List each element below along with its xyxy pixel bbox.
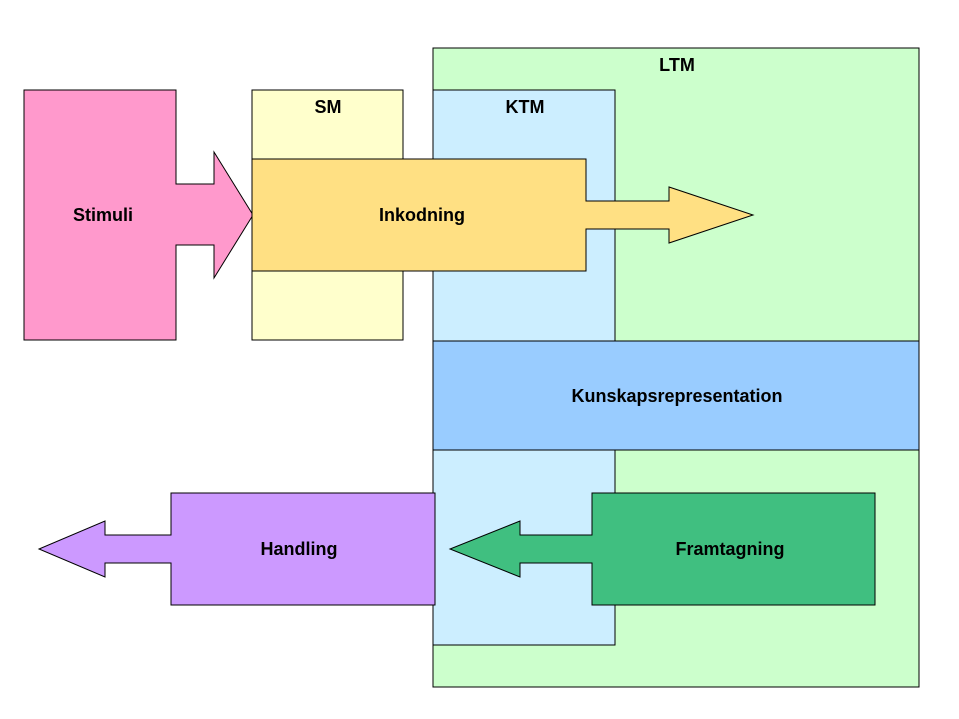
ktm-label: KTM (506, 97, 545, 117)
stimuli-arrow (23, 89, 254, 341)
handling-arrow (37, 492, 436, 606)
framtagning-arrow (448, 492, 876, 606)
ltm-label: LTM (659, 55, 695, 75)
stimuli-label: Stimuli (73, 205, 133, 225)
inkodning-arrow (251, 158, 755, 272)
framtagning-label: Framtagning (675, 539, 784, 559)
handling-label: Handling (261, 539, 338, 559)
kunskapsrepresentation-box (432, 340, 920, 451)
sm-label: SM (315, 97, 342, 117)
inkodning-label: Inkodning (379, 205, 465, 225)
kunskapsrepresentation-label: Kunskapsrepresentation (571, 386, 782, 406)
